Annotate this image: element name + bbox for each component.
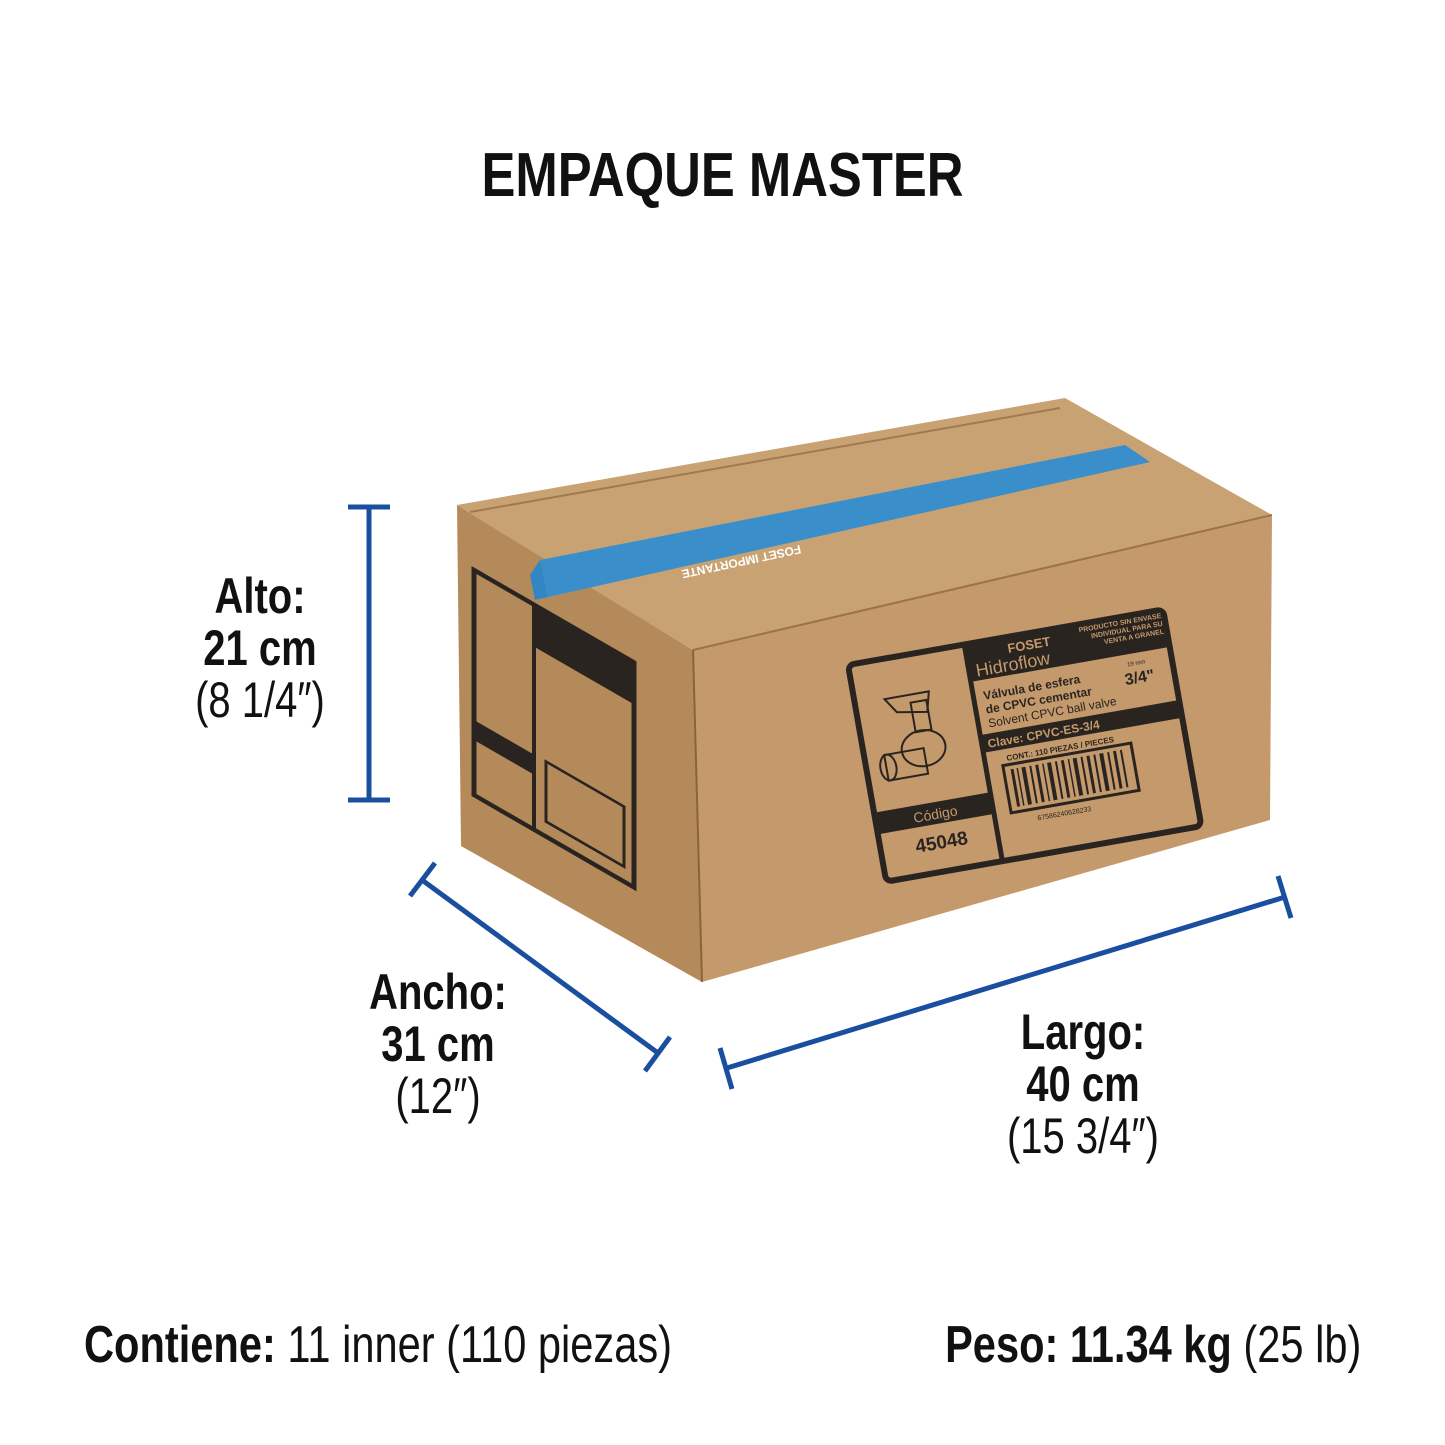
codigo-label: Código	[912, 802, 959, 825]
width-metric: 31 cm	[381, 1016, 495, 1072]
width-title: Ancho:	[369, 964, 507, 1020]
contents-info: Contiene: 11 inner (110 piezas)	[84, 1315, 672, 1375]
tape-top	[540, 445, 1150, 597]
tape-side	[530, 560, 548, 600]
height-imperial: (8 1/4″)	[195, 672, 325, 728]
box-left-face	[457, 505, 702, 982]
height-metric: 21 cm	[203, 620, 317, 676]
length-label: Largo: 40 cm (15 3/4″)	[987, 1006, 1179, 1162]
width-dimension-line	[408, 861, 673, 1073]
contents-label: Contiene:	[84, 1316, 276, 1374]
length-metric: 40 cm	[1026, 1056, 1140, 1112]
length-title: Largo:	[1020, 1004, 1146, 1060]
length-imperial: (15 3/4″)	[1006, 1108, 1159, 1164]
width-label: Ancho: 31 cm (12″)	[358, 966, 518, 1122]
height-label: Alto: 21 cm (8 1/4″)	[180, 570, 340, 726]
weight-label: Peso:	[944, 1316, 1059, 1374]
weight-metric: 11.34 kg	[1069, 1316, 1232, 1374]
contents-value: 11 inner (110 piezas)	[287, 1316, 673, 1374]
height-title: Alto:	[214, 568, 306, 624]
height-dimension-line	[348, 504, 390, 803]
weight-imperial: (25 lb)	[1243, 1316, 1361, 1374]
valve-icon	[879, 690, 947, 782]
size: 3/4"	[1123, 667, 1155, 689]
barcode	[1001, 741, 1141, 815]
weight-info: Peso: 11.34 kg (25 lb)	[945, 1315, 1361, 1375]
brand-foset: FOSET	[1006, 634, 1051, 656]
width-imperial: (12″)	[395, 1068, 481, 1124]
side-label	[471, 566, 637, 892]
page-title: EMPAQUE MASTER	[481, 141, 964, 210]
size-mm: 19 mm	[1127, 659, 1146, 668]
length-dimension-line	[717, 875, 1294, 1090]
